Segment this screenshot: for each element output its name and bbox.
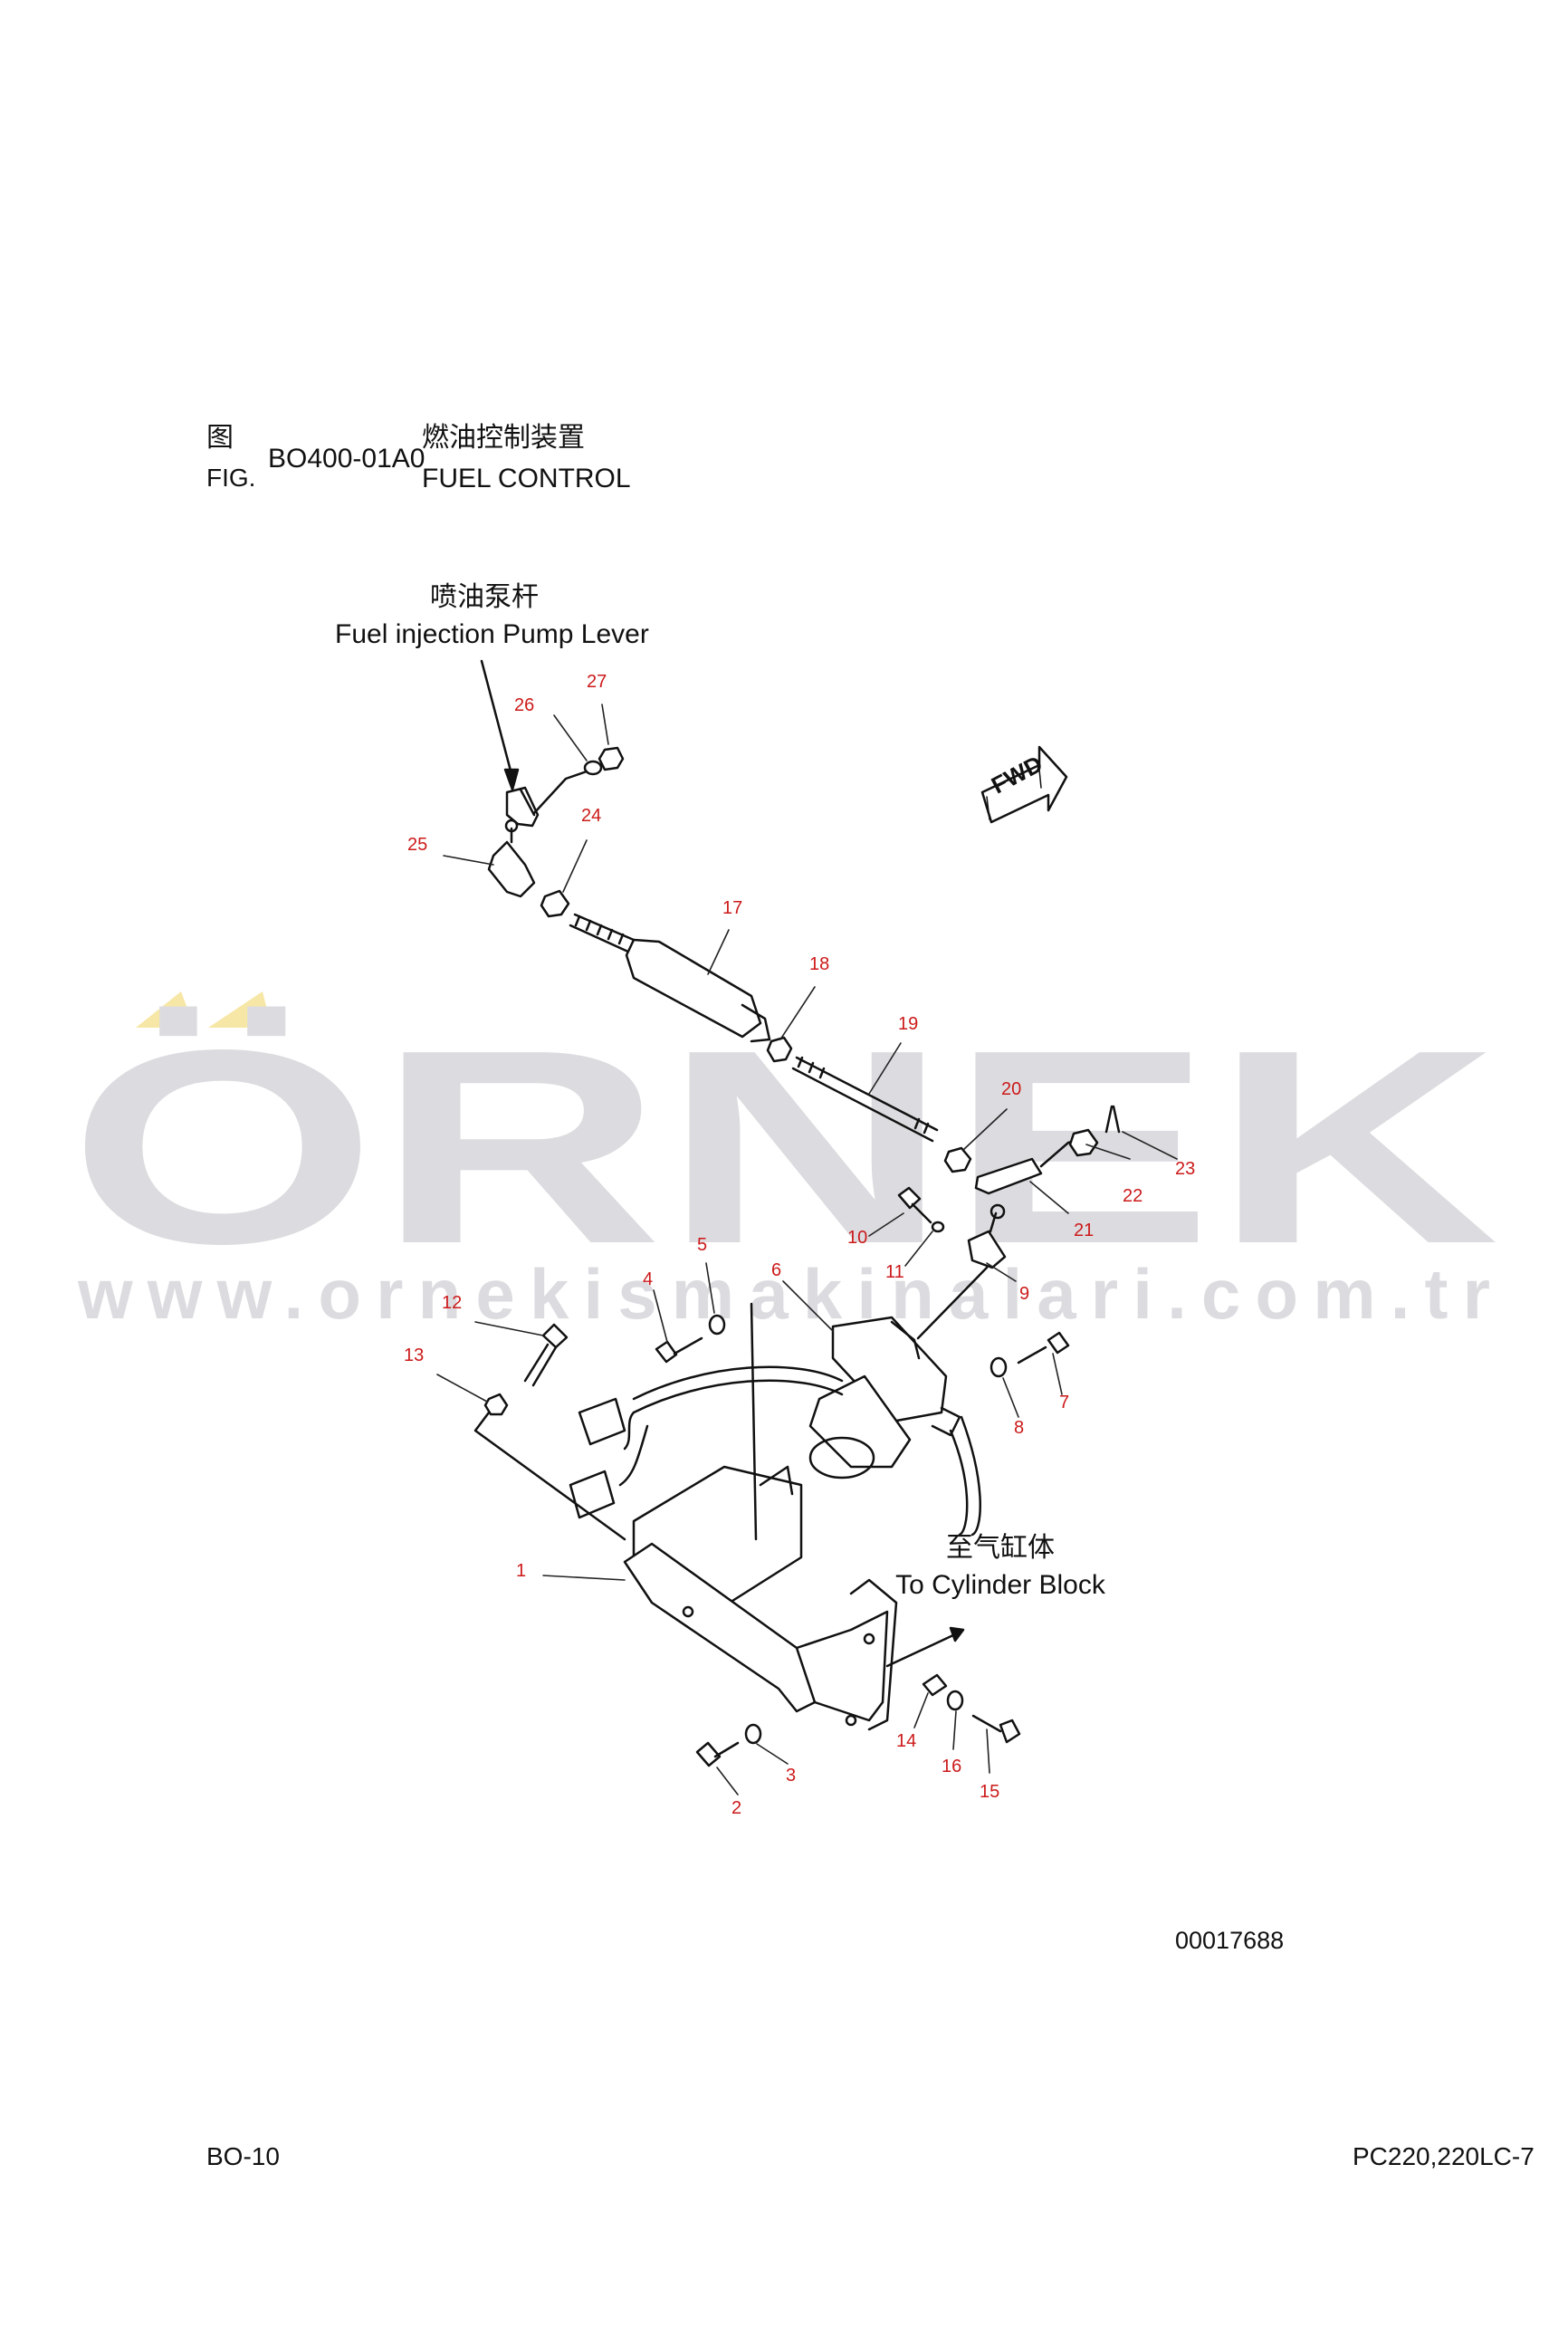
link-26 — [532, 770, 588, 815]
cylinder-block-caption: 至气缸体 To Cylinder Block — [887, 1530, 1114, 1604]
pump-lever-caption-en: Fuel injection Pump Lever — [335, 618, 649, 649]
nut-22 — [1068, 1128, 1099, 1157]
nut-13 — [483, 1393, 509, 1416]
washer-5 — [708, 1314, 726, 1336]
pump-lever-caption: 喷油泵杆 Fuel injection Pump Lever — [335, 579, 649, 653]
callout-14: 14 — [896, 1731, 917, 1751]
bolt-10 — [897, 1186, 932, 1224]
title-en: FUEL CONTROL — [422, 464, 631, 493]
rod-19 — [791, 1056, 939, 1143]
leader-lines — [436, 704, 1178, 1796]
callout-8: 8 — [1014, 1418, 1025, 1438]
washer-16 — [946, 1690, 964, 1711]
callout-13: 13 — [404, 1345, 425, 1365]
bracket-9 — [967, 1230, 1007, 1269]
fig-label-cn: 图 — [206, 423, 234, 453]
bolt-2 — [695, 1741, 740, 1767]
callout-9: 9 — [1019, 1284, 1030, 1304]
callout-19: 19 — [898, 1014, 919, 1034]
model-name: PC220,220LC-7 — [1353, 2142, 1535, 2170]
pump-lever — [505, 786, 540, 828]
cylinder-block-caption-en: To Cylinder Block — [895, 1569, 1105, 1600]
callout-15: 15 — [980, 1782, 1000, 1802]
fwd-arrow-shape — [980, 745, 1068, 824]
nut-27 — [598, 746, 625, 771]
cylinder-block-caption-cn: 至气缸体 — [946, 1533, 1055, 1563]
callout-27: 27 — [587, 672, 607, 692]
motor-6 — [808, 1316, 961, 1480]
callout-4: 4 — [643, 1269, 654, 1289]
callout-11: 11 — [885, 1262, 904, 1282]
callout-21: 21 — [1074, 1221, 1095, 1240]
bolt-12 — [523, 1323, 569, 1387]
callout-12: 12 — [442, 1293, 463, 1313]
pump-lever-caption-cn: 喷油泵杆 — [430, 582, 539, 612]
clip-14 — [922, 1673, 948, 1697]
page-number: BO-10 — [206, 2142, 280, 2170]
title-cn: 燃油控制装置 — [422, 423, 585, 453]
bolt-7 — [1017, 1331, 1070, 1365]
nut-20 — [943, 1146, 972, 1173]
callout-3: 3 — [786, 1766, 797, 1786]
pin-23 — [1104, 1105, 1121, 1134]
washer-11 — [931, 1221, 945, 1233]
callout-7: 7 — [1059, 1393, 1070, 1412]
callout-20: 20 — [1001, 1079, 1022, 1099]
callout-17: 17 — [722, 898, 743, 918]
nut-18 — [766, 1036, 793, 1063]
callout-2: 2 — [731, 1798, 742, 1818]
callout-23: 23 — [1175, 1159, 1196, 1179]
callout-5: 5 — [697, 1235, 708, 1255]
fig-label-en: FIG. — [206, 464, 256, 492]
pump-lever-arrow — [480, 659, 520, 791]
main-bracket-1 — [623, 1542, 898, 1731]
washer-8 — [990, 1356, 1008, 1378]
washer-3 — [744, 1723, 762, 1745]
callout-25: 25 — [407, 835, 428, 855]
rod-end-21 — [974, 1157, 1043, 1195]
callout-10: 10 — [847, 1228, 868, 1248]
nut-24 — [540, 889, 570, 918]
callout-24: 24 — [581, 806, 602, 826]
rod-assembly-17 — [569, 913, 771, 1043]
cylinder-block-arrow — [885, 1626, 965, 1668]
wire-harness — [569, 1365, 981, 1537]
bolt-4 — [655, 1336, 703, 1364]
callout-1: 1 — [516, 1561, 527, 1581]
washer-26 — [583, 760, 603, 776]
callout-18: 18 — [809, 954, 830, 974]
callout-6: 6 — [771, 1260, 782, 1280]
fig-number: BO400-01A0 — [268, 444, 425, 474]
drawing-id: 00017688 — [1175, 1927, 1285, 1954]
callout-22: 22 — [1123, 1186, 1143, 1206]
callout-16: 16 — [942, 1757, 962, 1776]
bolt-15 — [971, 1714, 1021, 1744]
ball-joint-25 — [487, 840, 536, 898]
callout-26: 26 — [514, 695, 535, 715]
